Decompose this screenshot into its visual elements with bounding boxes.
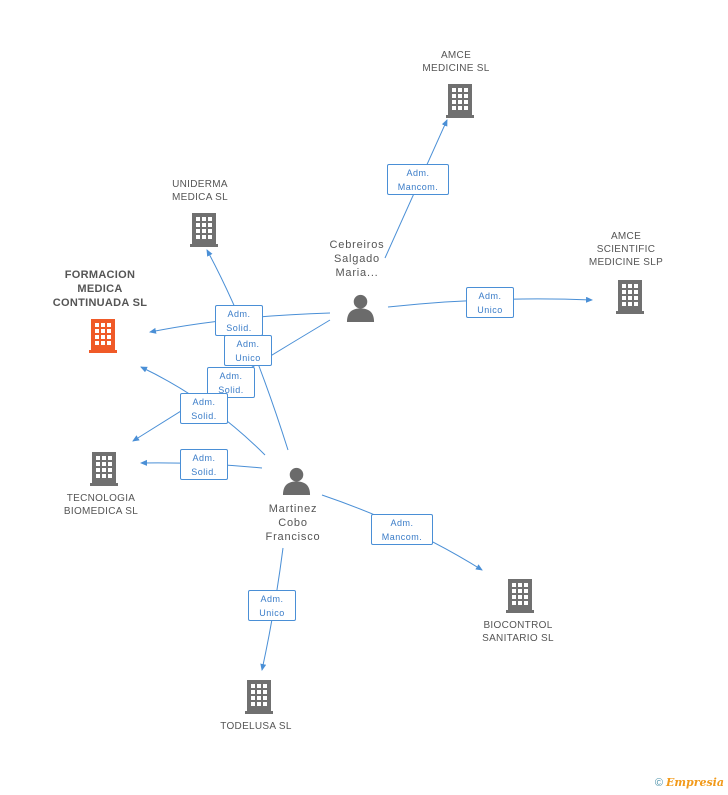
biocontrol-building-icon [506, 579, 534, 613]
uniderma-label-line: MEDICA SL [171, 192, 229, 203]
formacion-label-line: MEDICA [77, 283, 123, 295]
edge-label-text: Solid. [218, 385, 244, 395]
tecnologia-building-icon [90, 452, 118, 486]
edge-label-cebreiros-tecnologia[interactable]: Adm. Solid. [180, 393, 228, 424]
edge-label-text: Adm. [192, 397, 216, 407]
tecnologia-label-line: TECNOLOGIA [66, 493, 136, 504]
amce-scientific-label-line: SCIENTIFIC [596, 244, 656, 255]
martinez-label-line: Francisco [265, 531, 321, 543]
martinez-label-line: Martinez [268, 503, 318, 515]
amce-medicine-label-line: AMCE [440, 50, 472, 61]
tecnologia-label[interactable]: TECNOLOGIA BIOMEDICA SL [51, 492, 151, 518]
edge-label-text: Solid. [191, 411, 217, 421]
edge-label-martinez-todelusa[interactable]: Adm. Unico [248, 590, 296, 621]
amce-medicine-label[interactable]: AMCE MEDICINE SL [406, 49, 506, 75]
todelusa-building-icon [245, 680, 273, 714]
edge-label-martinez-uniderma[interactable]: Adm. Unico [224, 335, 272, 366]
martinez-person-icon [282, 467, 311, 495]
copyright-icon: © [654, 777, 663, 789]
cebreiros-label[interactable]: Cebreiros Salgado Maria... [312, 238, 402, 280]
biocontrol-label-line: SANITARIO SL [482, 633, 554, 644]
amce-scientific-label-line: AMCE [610, 231, 642, 242]
edge-label-martinez-biocontrol[interactable]: Adm. Mancom. [371, 514, 433, 545]
edge-label-text: Adm. [478, 291, 502, 301]
tecnologia-label-line: BIOMEDICA SL [63, 506, 139, 517]
amce-scientific-label[interactable]: AMCE SCIENTIFIC MEDICINE SLP [576, 230, 676, 269]
edge-label-text: Adm. [192, 453, 216, 463]
edge-label-text: Adm. [236, 339, 260, 349]
brand-logo: Empresia [665, 776, 724, 789]
todelusa-label-line: TODELUSA SL [220, 721, 292, 732]
formacion-label-line: FORMACION [64, 269, 136, 281]
martinez-label[interactable]: Martinez Cobo Francisco [248, 502, 338, 544]
edge-label-cebreiros-amce-scientific[interactable]: Adm. Unico [466, 287, 514, 318]
edge-label-martinez-tecnologia[interactable]: Adm. Solid. [180, 449, 228, 480]
uniderma-label[interactable]: UNIDERMA MEDICA SL [150, 178, 250, 204]
amce-medicine-building-icon [446, 84, 474, 118]
cebreiros-person-icon [346, 294, 375, 322]
edge-label-text: Adm. [406, 168, 430, 178]
edge-label-text: Adm. [260, 594, 284, 604]
footer-brand[interactable]: © Empresia [655, 776, 724, 789]
biocontrol-label[interactable]: BIOCONTROL SANITARIO SL [468, 619, 568, 645]
cebreiros-label-line: Cebreiros [329, 239, 385, 251]
edge-label-text: Unico [477, 305, 503, 315]
edge-label-text: Adm. [390, 518, 414, 528]
edge-label-text: Solid. [226, 323, 252, 333]
amce-scientific-label-line: MEDICINE SLP [588, 257, 664, 268]
amce-scientific-building-icon [616, 280, 644, 314]
edge-label-text: Solid. [191, 467, 217, 477]
uniderma-building-icon [190, 213, 218, 247]
biocontrol-label-line: BIOCONTROL [483, 620, 553, 631]
todelusa-label[interactable]: TODELUSA SL [206, 720, 306, 733]
edge-label-cebreiros-amce-medicine[interactable]: Adm. Mancom. [387, 164, 449, 195]
cebreiros-label-line: Maria... [335, 267, 379, 279]
edge-label-text: Adm. [227, 309, 251, 319]
cebreiros-label-line: Salgado [334, 253, 380, 265]
edge-label-martinez-formacion[interactable]: Adm. Solid. [207, 367, 255, 398]
formacion-label-line: CONTINUADA SL [52, 297, 148, 309]
martinez-label-line: Cobo [278, 517, 308, 529]
edge-label-cebreiros-formacion[interactable]: Adm. Solid. [215, 305, 263, 336]
formacion-building-icon [89, 319, 117, 353]
edge-label-text: Mancom. [397, 182, 439, 192]
edge-label-text: Adm. [219, 371, 243, 381]
formacion-label[interactable]: FORMACION MEDICA CONTINUADA SL [40, 268, 160, 310]
edge-label-text: Unico [259, 608, 285, 618]
edge-label-text: Mancom. [381, 532, 423, 542]
edge-label-text: Unico [235, 353, 261, 363]
amce-medicine-label-line: MEDICINE SL [422, 63, 490, 74]
uniderma-label-line: UNIDERMA [172, 179, 228, 190]
